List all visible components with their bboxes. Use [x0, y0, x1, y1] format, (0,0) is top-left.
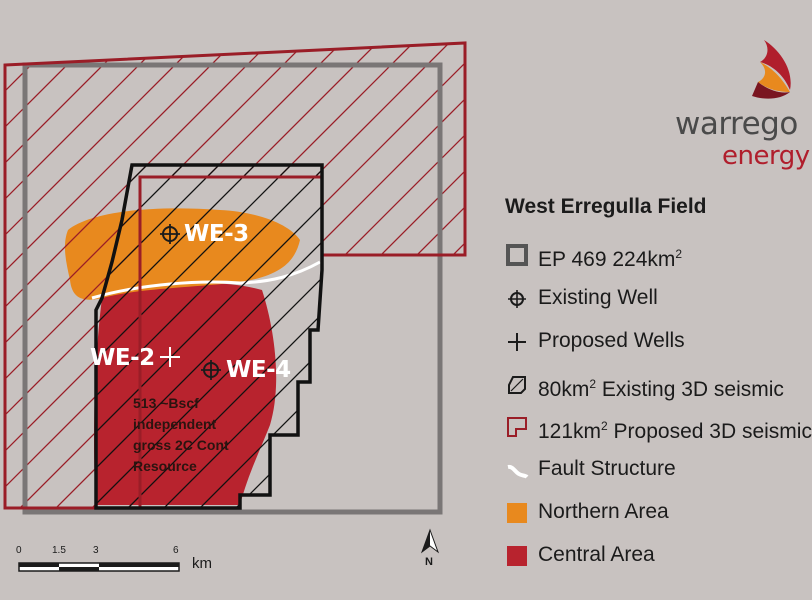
well-we3-marker[interactable]	[160, 224, 180, 244]
legend-label: 80km2 Existing 3D seismic	[538, 377, 784, 401]
scale-tick-label: 6	[173, 545, 179, 556]
hatch-line	[5, 43, 201, 508]
hatch-line	[96, 165, 322, 508]
well-we2-marker[interactable]	[160, 347, 180, 367]
legend-label: Fault Structure	[538, 457, 676, 480]
hatch-line	[5, 43, 21, 508]
grey-square-icon	[506, 244, 528, 266]
hatch-line	[5, 43, 165, 508]
hatch-line	[259, 165, 322, 508]
hatch-line	[96, 165, 322, 508]
red-swatch-icon	[507, 546, 527, 566]
legend-label: Central Area	[538, 543, 655, 566]
resource-line: 513 ~Bscf	[133, 395, 199, 411]
logo-wordmark-energy: energy	[722, 141, 810, 171]
well-we4-marker[interactable]	[201, 360, 221, 380]
hatch-line	[259, 43, 465, 508]
well-label-we4: WE-4	[226, 357, 291, 383]
legend-label: Northern Area	[538, 500, 669, 523]
ep-469-boundary	[22, 62, 443, 515]
proposed-well-icon	[508, 333, 526, 351]
northern-area-polygon	[64, 208, 300, 300]
scale-bar: 0 1.5 3 6	[16, 545, 246, 585]
hatch-line	[187, 165, 322, 508]
hatch-line	[115, 165, 322, 508]
scale-tick-label: 0	[16, 545, 22, 556]
north-label: N	[425, 556, 433, 568]
fault-structure-icon	[507, 464, 529, 479]
fault-structure-line	[91, 260, 321, 300]
legend-label: Existing Well	[538, 286, 658, 309]
north-arrow-icon	[420, 528, 440, 554]
well-label-we2: WE-2	[90, 345, 155, 371]
well-label-we3: WE-3	[184, 221, 249, 247]
scale-unit: km	[192, 555, 212, 572]
orange-swatch-icon	[507, 503, 527, 523]
hatch-line	[5, 43, 93, 508]
legend-label: EP 469 224km2	[538, 247, 683, 271]
scale-tick-label: 3	[93, 545, 99, 556]
resource-annotation: 513 ~Bscf independent gross 2C Cont Reso…	[133, 393, 258, 477]
resource-line: gross 2C Cont	[133, 437, 229, 453]
existing-well-icon	[508, 290, 526, 308]
hatch-line	[5, 43, 309, 508]
legend-label: 121km2 Proposed 3D seismic	[538, 419, 812, 443]
existing-seismic-boundary	[94, 163, 324, 510]
hatch-line	[5, 43, 237, 508]
hatch-line	[96, 165, 322, 508]
hatch-line	[0, 40, 20, 520]
hatch-line	[96, 165, 322, 508]
existing-seismic-icon	[508, 376, 526, 394]
logo-wordmark-warrego: warrego	[675, 106, 798, 142]
hatch-line	[151, 165, 322, 508]
warrego-logo-icon	[752, 40, 791, 99]
legend-title: West Erregulla Field	[505, 195, 707, 218]
resource-line: independent	[133, 416, 217, 432]
scale-bar-graphic	[18, 562, 180, 572]
legend-label: Proposed Wells	[538, 329, 685, 352]
scale-tick-label: 1.5	[52, 545, 66, 556]
hatch-line	[5, 43, 273, 508]
resource-line: Resource	[133, 458, 197, 474]
hatch-line	[5, 43, 129, 508]
proposed-seismic-boundary	[3, 41, 467, 510]
hatch-line	[5, 43, 345, 508]
proposed-seismic-icon	[507, 417, 527, 437]
